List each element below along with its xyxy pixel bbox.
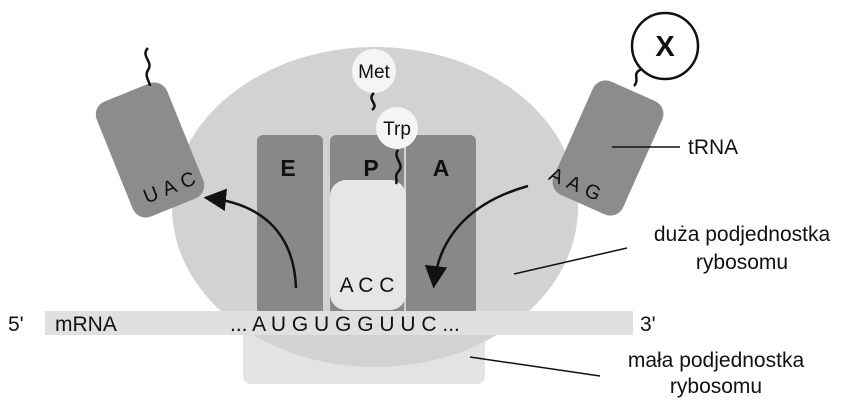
entry-arrow — [424, 184, 529, 289]
site-a-label: A — [433, 155, 450, 181]
amino-acid-x: X — [655, 31, 675, 63]
e-trna-tail — [144, 47, 152, 87]
mrna-strand — [45, 311, 633, 335]
trp-circle — [376, 107, 418, 149]
trp-label: Trp — [383, 119, 411, 140]
amino-acid-x-circle — [630, 11, 700, 81]
e-site-trna — [95, 82, 205, 218]
mrna-label: mRNA — [55, 313, 117, 336]
small-subunit-label-line2: rybosomu — [670, 375, 762, 398]
site-p-label: P — [363, 155, 378, 181]
met-circle — [352, 49, 396, 93]
met-trp-bond — [370, 92, 376, 111]
met-label: Met — [358, 62, 390, 83]
large-subunit-label-line2: rybosomu — [696, 251, 788, 274]
trna-label: tRNA — [688, 136, 738, 159]
mrna-five-prime: 5' — [8, 313, 24, 336]
anticodon-p: A C C — [340, 274, 395, 297]
p-trna-tail — [394, 149, 402, 185]
p-site-trna — [330, 180, 406, 310]
a-site — [406, 135, 476, 315]
small-subunit-callout-line — [469, 356, 601, 377]
site-e-label: E — [280, 155, 295, 181]
mrna-sequence: ... A U G U G G U U C ... — [230, 313, 460, 336]
exit-arrow — [203, 188, 298, 289]
mrna-three-prime: 3' — [640, 313, 656, 336]
e-site — [257, 135, 323, 315]
large-subunit-callout-line — [513, 247, 628, 275]
a-site-trna — [552, 80, 664, 216]
small-subunit-label-line1: mała podjednostka — [628, 349, 805, 372]
large-subunit-label-line1: duża podjednostka — [654, 223, 831, 246]
